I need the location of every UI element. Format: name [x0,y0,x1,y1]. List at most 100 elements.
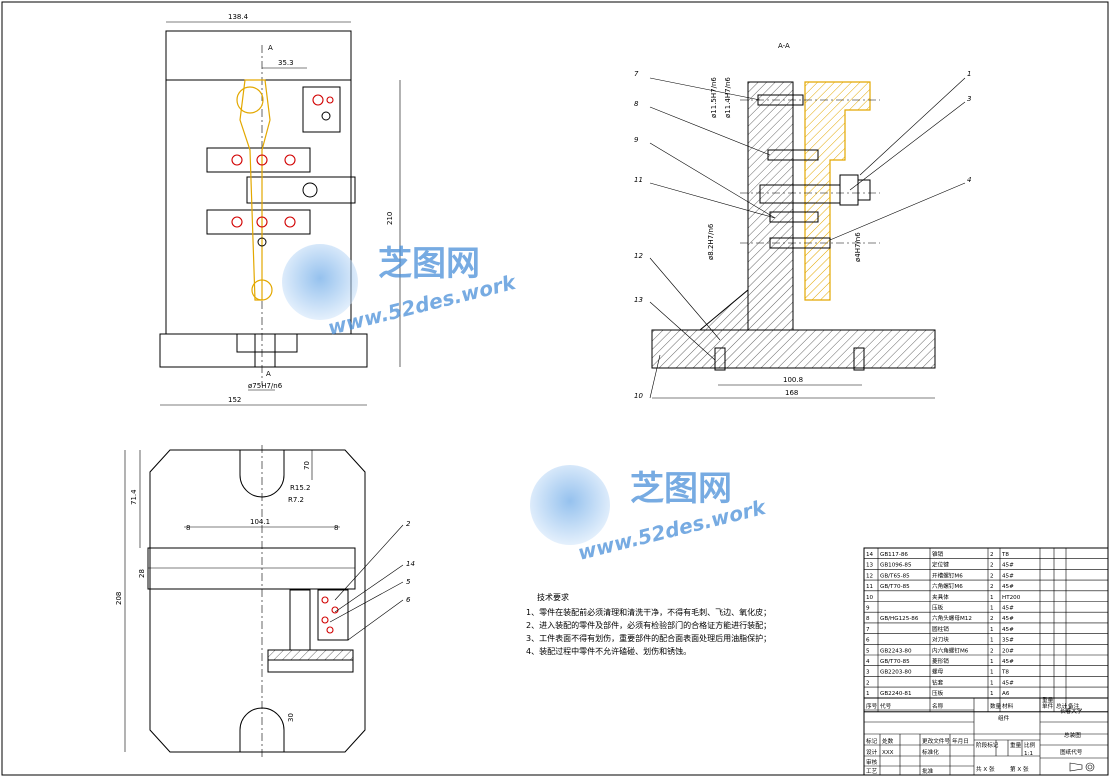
bom-cell-no: 12 [866,573,873,579]
bom-cell-qty: 1 [990,606,994,612]
requirement-3: 3、工件表面不得有划伤，重要部件的配合面表面处理后用油脂保护； [526,633,771,643]
bom-cell-mat: 45# [1002,563,1014,569]
bom-cell-code: GB2243-80 [880,648,912,654]
scale: 1:1 [1024,751,1033,757]
balloon-6: 6 [406,596,411,604]
bom-header-name: 名称 [932,702,944,710]
watermark-2: 芝图网 www.52des.work [530,465,769,565]
bottom-view: 208 71.4 28 104.1 8 8 R15.2 R7.2 70 30 2… [115,445,415,760]
bom-cell-qty: 2 [990,573,994,579]
requirement-2: 2、进入装配的零件及部件，必须有检验部门的合格证方能进行装配； [526,620,771,630]
dim-width-top: 138.4 [228,13,249,21]
bom-cell-code: GB/HG125-86 [880,616,919,622]
std-label: 标准化 [922,748,939,756]
stage-label: 阶段标记 [976,741,999,749]
balloon-12: 12 [634,252,643,260]
bom-cell-mat: T8 [1001,552,1009,558]
bom-cell-no: 7 [866,627,870,633]
bom-cell-code: GB/T65-85 [880,573,910,579]
watermark-1: 芝图网 www.52des.work [282,244,519,340]
scale-label: 比例 [1024,741,1036,749]
technical-requirements: 技术要求 1、零件在装配前必须清理和清洗干净，不得有毛刺、飞边、氧化皮； 2、进… [526,592,771,656]
bom-cell-no: 1 [866,691,870,697]
balloon-11: 11 [634,176,643,184]
bom-header-code: 代号 [880,702,892,710]
bom-cell-mat: HT200 [1002,595,1021,601]
balloon-2: 2 [406,520,411,528]
dim-bv-r2: R7.2 [288,496,304,504]
section-title: A-A [778,42,790,50]
requirements-title: 技术要求 [537,592,569,602]
bom-cell-qty: 2 [990,616,994,622]
balloon-13: 13 [634,296,643,304]
balloon-7: 7 [634,70,639,78]
bom-cell-name: 圆柱销 [932,625,949,633]
bom-cell-no: 2 [866,680,870,686]
rev-mark: 标记 [866,737,878,745]
fit-3: ø8.2H7/n6 [707,223,715,260]
bom-cell-qty: 2 [990,584,994,590]
sheet: 第 X 张 [1010,765,1029,773]
svg-text:芝图网: 芝图网 [378,244,480,284]
bom-cell-code: GB117-86 [880,552,908,558]
balloon-9: 9 [634,136,639,144]
section-mark-top: A [268,44,273,52]
bom-cell-mat: 45# [1002,606,1014,612]
bom-cell-code: GB1096-85 [880,563,912,569]
drawing-no: 图纸代号 [1060,748,1083,756]
bom-cell-no: 6 [866,638,870,644]
bom-cell-no: 13 [866,563,874,569]
bom-cell-mat: 45# [1002,680,1014,686]
approve-label: 批准 [922,767,934,775]
dim-inner: 100.8 [783,376,803,384]
bom-cell-qty: 2 [990,648,994,654]
dim-base: 168 [785,389,798,397]
projection-symbol-icon [1069,762,1095,772]
bom-cell-name: 压板 [932,604,944,612]
bom-cell-qty: 1 [990,659,994,665]
bom-cell-qty: 1 [990,627,994,633]
bom-cell-qty: 1 [990,595,994,601]
rev-count: 处数 [882,737,894,745]
fit-2: ø11.4H7/n6 [724,77,732,118]
top-view: 138.4 35.3 210 152 ø75H7/n6 A A [159,13,401,406]
bom-cell-mat: 45# [1002,573,1014,579]
bom-cell-no: 11 [866,584,874,590]
bom-cell-name: 六角螺钉M6 [932,582,963,590]
dim-bv-width: 104.1 [250,518,270,526]
title-block: 标记 处数 更改文件号 年月日 设计 XXX 标准化 审核 工艺 批准 组件 阶… [863,697,1109,776]
bom-cell-name: 压板 [932,689,944,697]
fit-1: ø11.5H7/n6 [710,77,718,118]
bom-cell-qty: 1 [990,680,994,686]
bom-cell-no: 4 [866,659,870,665]
section-view: A-A ø1 [634,42,971,400]
balloon-3: 3 [967,95,971,103]
requirement-1: 1、零件在装配前必须清理和清洗干净，不得有毛刺、飞边、氧化皮； [526,607,771,617]
bom-cell-no: 5 [866,648,870,654]
drawing-title: 总装图 [1064,731,1081,739]
dim-bv-right: 8 [334,524,338,532]
bom-cell-name: 菱形销 [932,657,949,665]
bom-cell-name: 螺母 [932,668,944,676]
bom-header-weight: 重量 [1042,696,1054,704]
dim-bv-height: 208 [115,592,123,605]
bom-cell-name: 对刀块 [932,636,949,644]
bom-cell-mat: 20# [1002,648,1014,654]
bom-cell-code: GB/T70-85 [880,659,910,665]
bom-cell-name: 夹具体 [932,593,949,601]
designer: XXX [882,750,894,756]
bom-frame [863,547,1109,713]
bom-cell-name: 锥销 [932,550,944,558]
bom-cell-qty: 1 [990,638,994,644]
balloon-1: 1 [967,70,971,78]
bom-header-qty: 数量 [990,702,1002,710]
designer-label: 设计 [866,748,878,756]
bom-cell-no: 10 [866,595,874,601]
rev-file: 更改文件号 [922,737,950,745]
balloon-4: 4 [967,176,971,184]
bom-cell-name: 定位键 [932,561,949,569]
bom-cell-mat: 45# [1002,616,1014,622]
dim-bv-left: 8 [186,524,190,532]
